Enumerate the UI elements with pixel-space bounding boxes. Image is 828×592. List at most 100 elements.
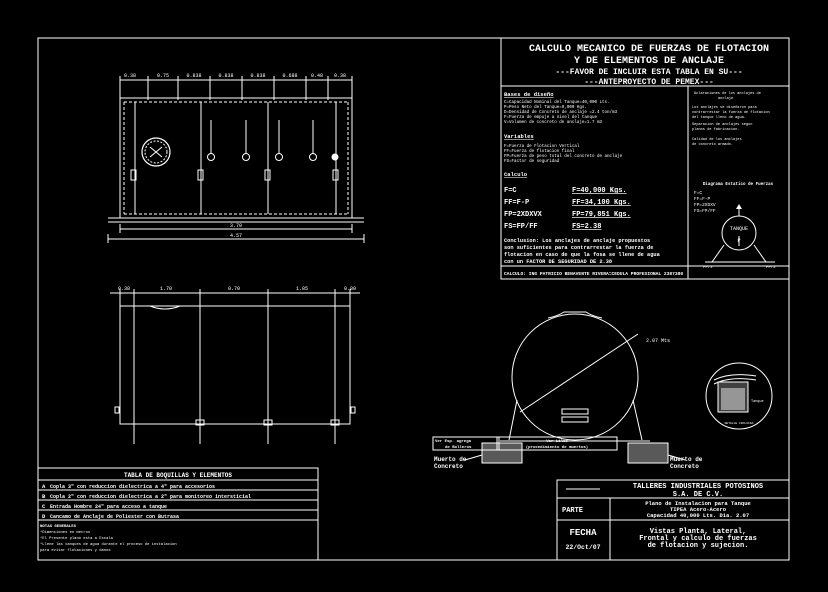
row-text-b: Copla 2" con reduccion dielectrica a 2" …	[50, 494, 251, 500]
note-line-7: planos de fabricacion.	[692, 127, 739, 132]
table-heading: TABLA DE BOQUILLAS Y ELEMENTOS	[124, 472, 232, 479]
title-line-1: CALCULO MECANICO DE FUERZAS DE FLOTACION	[529, 44, 769, 55]
anchor-detail: Tanque DETALLE INCLUIDA	[705, 362, 773, 430]
note-line-4: del tanque lleno de agua.	[692, 115, 746, 120]
calc-footer: CALCULO: ING PATRICIO BENAVENTE RIVERA=C…	[504, 271, 683, 277]
plan-line-3: Capacidad 40,000 Lts. Dia. 2.07	[647, 512, 749, 519]
right-anchor-label-1: Muerto de	[670, 456, 703, 463]
eq-lhs-2: FP=2XDXVX	[504, 211, 543, 219]
plan-dim-5: 0.688	[282, 73, 297, 79]
plan-dim-bottom-2: 4.57	[230, 233, 242, 239]
eq-rhs-2: FP=79,851 Kgs.	[572, 211, 631, 219]
ff-label-left: FF/2	[703, 265, 713, 270]
box-left-1: Ver Esp. agrega	[435, 439, 472, 444]
base-line-1: P=Peso Neto del Tanque=9,000 Kgs.	[504, 105, 587, 110]
note-line-9: Calidad de los anclajes	[692, 137, 742, 142]
diagram-line-1: FF=F-P	[694, 196, 711, 202]
eq-rhs-3: FS=2.38	[572, 223, 601, 231]
detail-label-1: Tanque	[751, 400, 764, 404]
right-anchor-label-2: Concreto	[670, 463, 699, 470]
conclusion-1: son suficientes para contrarrestar la fu…	[504, 245, 653, 251]
force-diagram-box: Aclaraciones de los anclajes de anclaje …	[687, 85, 790, 270]
conclusion-0: Conclusion: Los anclajes de anclaje prop…	[504, 238, 650, 244]
row-key-c: C	[42, 503, 46, 510]
fecha-value: 22/Oct/07	[565, 544, 600, 551]
manhole-circle	[141, 137, 171, 167]
calc-heading: Calculo	[504, 171, 528, 178]
side-dimensions: 0.38 1.70 0.70 1.85 0.80	[118, 286, 356, 292]
nozzle-markers	[207, 120, 339, 161]
parte-label: PARTE	[562, 507, 583, 515]
subtitle-line-1: ---FAVOR DE INCLUIR ESTA TABLA EN SU---	[555, 68, 742, 77]
eq-lhs-0: F=C	[504, 187, 517, 195]
variable-line-1: FF=Fuerza de flotacion final	[504, 149, 575, 154]
left-anchor-label-1: Muerto de	[434, 456, 467, 463]
row-text-d: Cancamo de Anclaje de Poliester con Butr…	[50, 514, 179, 520]
box-center-2: (procedimiento de muertos)	[526, 445, 588, 450]
base-line-2: D=Densidad de Concreto de anclaje =2.4 t…	[504, 110, 618, 115]
note-3: para evitar flotaciones y danos	[40, 548, 111, 553]
plan-line-2: TIPEA Acero-Acero	[670, 506, 727, 513]
plan-view	[107, 76, 365, 243]
eq-lhs-3: FS=FP/FF	[504, 223, 538, 231]
title-line-2: Y DE ELEMENTOS DE ANCLAJE	[574, 56, 724, 67]
eq-rhs-1: FF=34,100 Kgs.	[572, 199, 631, 207]
conclusion-3: con un FACTOR DE SEGURIDAD DE 2.38	[504, 259, 612, 265]
box-left-2: de Bolleros	[445, 445, 472, 450]
variable-line-3: FS=Factor de seguridad	[504, 159, 560, 164]
diagram-line-0: F=C	[694, 190, 702, 196]
desc-line-3: de flotacion y sujecion.	[648, 542, 749, 550]
note-0: *Dimensiones en metros	[40, 530, 90, 535]
diagram-heading: Diagrama Estatico de Fuerzas	[703, 182, 774, 187]
base-heading: Bases de diseño	[504, 91, 554, 98]
ff-label-right: FF/2	[766, 265, 776, 270]
row-text-c: Entrada Hombre 24" para acceso a tanque	[50, 504, 167, 510]
note-1: *El Presente plano esta a Escala	[40, 536, 114, 541]
note-line-2: Los anclajes se diseñaron para	[692, 105, 758, 110]
variables-heading: Variables	[504, 133, 534, 140]
diagram-line-3: FS=FP/FF	[694, 208, 716, 214]
row-key-a: A	[42, 483, 46, 490]
note-line-0: Aclaraciones de los anclajes de	[694, 91, 761, 96]
plan-dim-1: 0.75	[157, 73, 169, 79]
fecha-label: FECHA	[569, 528, 597, 538]
company-title-block: TALLERES INDUSTRIALES POTOSINOS S.A. DE …	[556, 479, 790, 561]
note-line-3: contrarrestar la fuerza de flotacion	[692, 110, 770, 115]
variable-line-0: F=Fuerza de Flotacion Vertical	[504, 144, 580, 149]
plan-dim-6: 0.48	[311, 73, 323, 79]
radius-label: 2.07 Mts	[646, 338, 670, 344]
note-2: *Llene las tanques de agua durante el pr…	[40, 542, 177, 547]
variable-line-2: FP=Fuerza de peso total del concreto de …	[504, 154, 623, 159]
company-name-1: TALLERES INDUSTRIALES POTOSINOS	[633, 483, 763, 491]
note-line-6: Separacion de anclajes segun	[692, 122, 752, 127]
desc-line-2: Frontal y calculo de fuerzas	[639, 535, 757, 543]
row-key-b: B	[42, 493, 46, 500]
section-labels: Ver Esp. agrega de Bolleros Ver Liles (p…	[432, 436, 703, 470]
side-view	[110, 289, 360, 444]
diagram-line-2: FP=2XDXV	[694, 202, 716, 208]
nozzle-table: TABLA DE BOQUILLAS Y ELEMENTOS A Copla 3…	[37, 467, 319, 561]
plan-dim-3: 0.838	[218, 73, 233, 79]
box-center-1: Ver Liles	[546, 439, 568, 444]
calc-title-block: CALCULO MECANICO DE FUERZAS DE FLOTACION…	[500, 37, 790, 87]
calc-box: Bases de diseño C=Capacidad Nominal del …	[500, 85, 689, 280]
plan-dim-bottom-1: 3.70	[230, 223, 242, 229]
row-key-d: D	[42, 513, 46, 520]
side-dim-1: 1.70	[160, 286, 172, 292]
note-line-10: de concreto armado.	[692, 142, 733, 147]
side-dim-3: 1.85	[296, 286, 308, 292]
subtitle-line-2: ---ANTEPROYECTO DE PEMEX---	[584, 78, 714, 87]
base-line-0: C=Capacidad Nominal del Tanque=40,000 Lt…	[504, 100, 610, 105]
drawing-border	[37, 37, 790, 561]
desc-line-1: Vistas Planta, Lateral,	[650, 528, 747, 536]
side-dim-4: 0.80	[344, 286, 356, 292]
side-dim-0: 0.38	[118, 286, 130, 292]
company-name-2: S.A. DE C.V.	[673, 491, 723, 499]
side-dim-2: 0.70	[228, 286, 240, 292]
row-text-a: Copla 3" con reduccion dielectrica a 4" …	[50, 484, 215, 490]
note-line-1: anclaje	[718, 96, 733, 101]
conclusion-2: flotacion en caso de que la fosa se llen…	[504, 252, 661, 258]
eq-rhs-0: F=40,000 Kgs.	[572, 187, 627, 195]
notes-heading: NOTAS GENERALES	[40, 525, 77, 529]
